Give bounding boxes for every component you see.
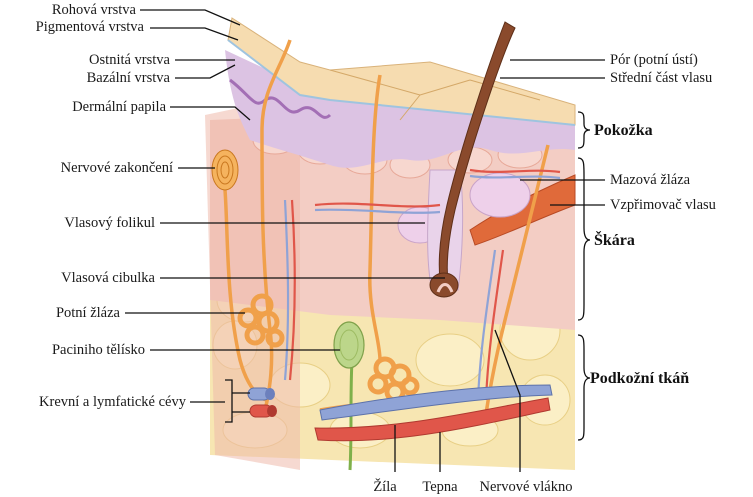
label-spinous-layer: Ostnitá vrstva [89, 52, 171, 68]
label-hair-bulb: Vlasová cibulka [61, 270, 155, 286]
vessel-cross-sections [247, 387, 277, 418]
label-hair-shaft: Střední část vlasu [610, 70, 712, 86]
artery-vessel [314, 397, 551, 442]
nerve-ending-coil [211, 149, 239, 191]
label-sweat-gland: Potní žláza [56, 305, 121, 321]
vein-vessel [319, 384, 553, 421]
sweat-gland-left [237, 293, 285, 348]
label-artery: Tepna [422, 479, 458, 495]
pacinian-corpuscle [333, 321, 365, 369]
label-hypodermis: Podkožní tkáň [590, 370, 689, 387]
pigment-layer [227, 39, 576, 126]
label-pore: Pór (potní ústí) [610, 52, 698, 68]
nerve-fibers [223, 39, 550, 421]
labels-right: Pór (potní ústí) Střední část vlasu Mazo… [610, 52, 716, 213]
dermal-vessels [283, 168, 561, 401]
label-vessels: Krevní a lymfatické cévy [39, 394, 187, 410]
label-hair-follicle: Vlasový folikul [64, 215, 155, 231]
leader-lines [125, 9, 605, 472]
label-epidermis: Pokožka [594, 122, 653, 139]
sebaceous-gland [469, 172, 531, 218]
label-dermal-papilla: Dermální papila [72, 99, 166, 115]
label-nerve-fiber: Nervové vlákno [479, 479, 572, 495]
label-stratum-corneum: Rohová vrstva [52, 2, 137, 18]
basal-layer [229, 78, 332, 119]
label-vein: Žíla [373, 478, 397, 495]
label-pigment-layer: Pigmentová vrstva [36, 19, 145, 35]
label-arrector-pili: Vzpřimovač vlasu [610, 197, 716, 213]
labels-bottom: Žíla Tepna Nervové vlákno [373, 478, 572, 495]
label-sebaceous-gland: Mazová žláza [610, 172, 691, 188]
label-basal-layer: Bazální vrstva [87, 70, 171, 86]
sweat-gland-center [367, 356, 420, 403]
label-nerve-endings: Nervové zakončení [61, 160, 173, 176]
label-pacinian-corpuscle: Paciniho tělísko [52, 342, 145, 358]
label-dermis: Škára [594, 230, 635, 249]
region-braces [577, 111, 591, 441]
labels-left: Rohová vrstva Pigmentová vrstva Ostnitá … [36, 2, 187, 410]
labels-regions: Pokožka Škára Podkožní tkáň [590, 122, 689, 387]
